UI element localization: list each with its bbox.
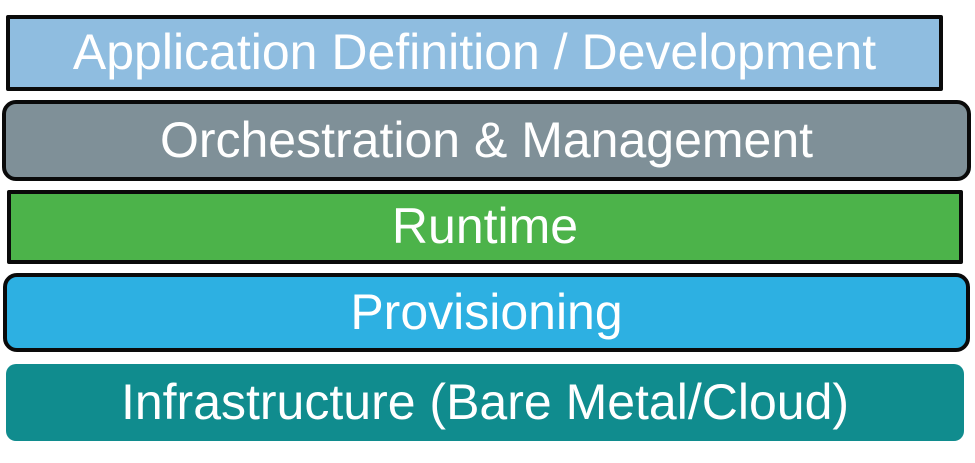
layer-label: Infrastructure (Bare Metal/Cloud): [120, 373, 850, 430]
layer-provisioning: Provisioning: [3, 273, 970, 352]
layer-application-definition: Application Definition / Development: [6, 15, 943, 91]
layer-runtime: Runtime: [7, 190, 963, 264]
layer-label: Runtime: [391, 198, 579, 254]
layer-label: Orchestration & Management: [159, 111, 814, 168]
layer-label: Provisioning: [350, 283, 623, 340]
layer-orchestration-management: Orchestration & Management: [2, 100, 971, 181]
layer-infrastructure: Infrastructure (Bare Metal/Cloud): [6, 364, 964, 441]
layer-label: Application Definition / Development: [72, 24, 877, 80]
